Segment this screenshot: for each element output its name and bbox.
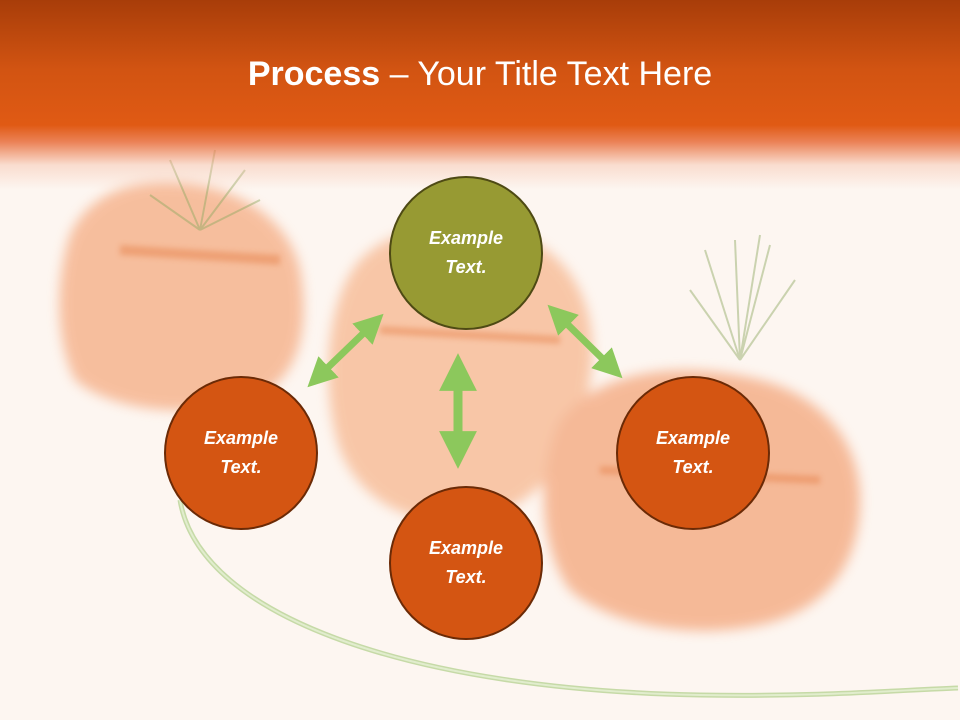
title-band: [0, 0, 960, 190]
node-left-line1: Example: [203, 428, 279, 448]
page-title: Process – Your Title Text Here: [0, 52, 960, 96]
node-left-line2: Text.: [220, 457, 262, 477]
dill-garnish-icon: [149, 149, 796, 361]
node-right-line2: Text.: [672, 457, 714, 477]
node-top-line2: Text.: [445, 257, 487, 277]
node-bottom-line2: Text.: [445, 567, 487, 587]
node-right-line1: Example: [655, 428, 731, 448]
node-bottom-line1: Example: [428, 538, 504, 558]
title-rest: – Your Title Text Here: [380, 55, 713, 93]
title-bold: Process: [247, 55, 381, 93]
node-top-line1: Example: [428, 228, 504, 248]
